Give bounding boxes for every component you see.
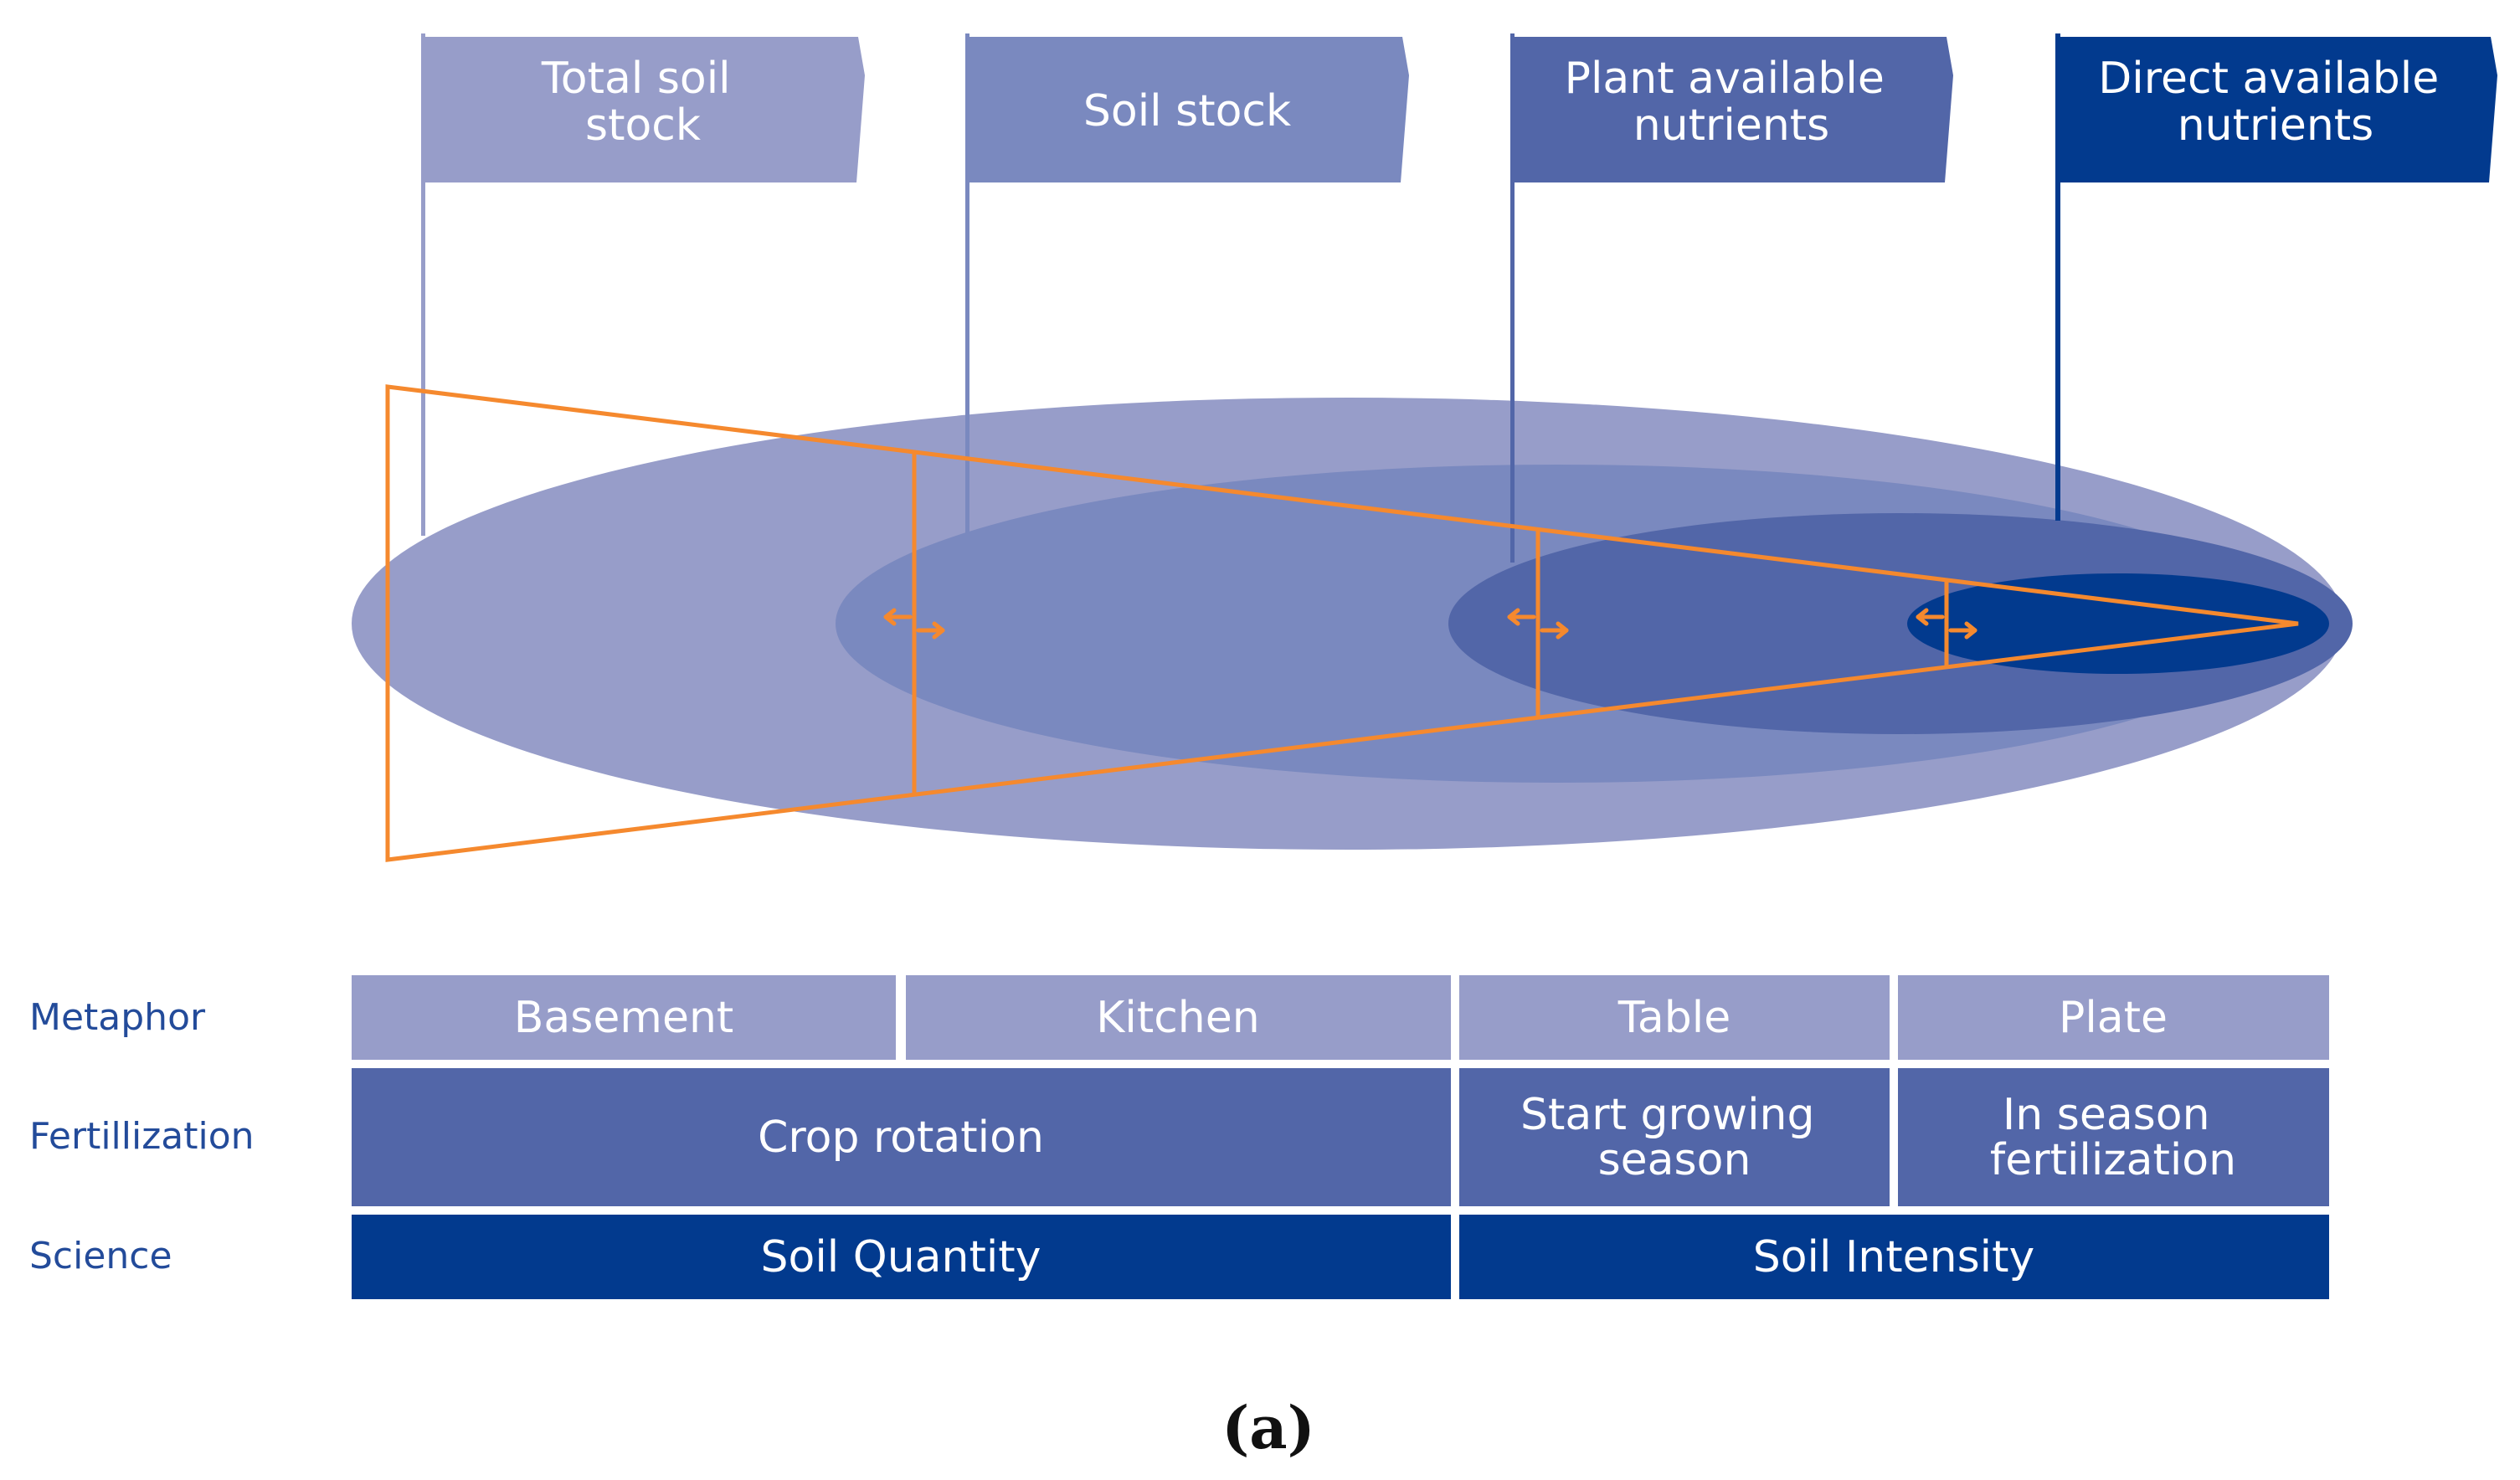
cell-plate <box>1898 975 2329 1060</box>
flag-label-soil-stock: Soil stock <box>1083 86 1291 136</box>
exchange-arrows <box>883 608 1977 640</box>
flag-label-line: Total soil <box>541 54 731 104</box>
flag-pole-1 <box>421 33 425 536</box>
pool-plant-available <box>1448 513 2353 734</box>
pool-direct-available <box>1907 573 2329 674</box>
row-label-metaphor: Metaphor <box>29 996 206 1039</box>
cell-line: season <box>1598 1135 1751 1185</box>
cell-soil-intensity-text: Soil Intensity <box>1753 1232 2035 1282</box>
cell-soil-quantity <box>352 1215 1451 1299</box>
flag-label-line: Soil stock <box>1083 86 1291 136</box>
row-label-science: Science <box>29 1235 172 1277</box>
flag-banners <box>421 37 2497 182</box>
cell-soil-intensity <box>1459 1215 2329 1299</box>
flag-direct-available <box>2055 37 2497 182</box>
exchange-arrow-icon <box>1507 608 1569 640</box>
flag-pole-4 <box>2055 33 2060 521</box>
flag-pole-2 <box>965 33 969 533</box>
flag-total-soil-stock <box>421 37 865 182</box>
figure-caption: (a) <box>1221 1393 1315 1462</box>
row-labels: Metaphor Fertillization Science <box>29 996 255 1277</box>
flag-label-line: Plant available <box>1565 54 1885 104</box>
cell-basement <box>352 975 896 1060</box>
cell-basement-text: Basement <box>514 993 734 1043</box>
cell-kitchen-text: Kitchen <box>1096 993 1259 1043</box>
flag-label-line: Direct available <box>2098 54 2439 104</box>
cell-plate-text: Plate <box>2059 993 2168 1043</box>
intensity-funnel <box>385 384 2299 862</box>
science-row: Soil Quantity Soil Intensity <box>352 1215 2329 1299</box>
cell-kitchen <box>906 975 1451 1060</box>
funnel-outline <box>385 384 2299 862</box>
cell-soil-quantity-text: Soil Quantity <box>761 1232 1041 1282</box>
cell-start-growing-season <box>1459 1068 1890 1206</box>
fertilization-row: Crop rotation Start growing season In se… <box>352 1068 2329 1206</box>
row-label-fertilization: Fertillization <box>29 1115 255 1158</box>
exchange-arrow-icon <box>883 608 945 640</box>
cell-start-growing-season-text: Start growing season <box>1520 1090 1828 1185</box>
cell-line: In season <box>2003 1090 2210 1140</box>
flag-label-line: stock <box>585 100 701 151</box>
cell-crop-rotation-text: Crop rotation <box>758 1113 1044 1163</box>
cell-line: Start growing <box>1520 1090 1815 1140</box>
exchange-arrow-icon <box>1916 608 1977 640</box>
cell-table <box>1459 975 1890 1060</box>
flag-label-line: nutrients <box>2178 100 2374 151</box>
cell-in-season-fertilization-text: In season fertilization <box>1990 1090 2236 1185</box>
flag-pole-3 <box>1510 33 1515 563</box>
cell-table-text: Table <box>1617 993 1731 1043</box>
metaphor-row: Basement Kitchen Table Plate <box>352 975 2329 1060</box>
flag-labels: Total soil stock Soil stock Plant availa… <box>541 54 2452 151</box>
flag-poles <box>421 33 2060 563</box>
cell-crop-rotation <box>352 1068 1451 1206</box>
flag-label-direct-available: Direct available nutrients <box>2098 54 2452 151</box>
flag-soil-stock <box>965 37 1409 182</box>
nutrient-pools <box>352 398 2353 850</box>
flag-plant-available <box>1510 37 1953 182</box>
flag-label-plant-available: Plant available nutrients <box>1565 54 1899 151</box>
flag-label-total-soil-stock: Total soil stock <box>541 54 744 151</box>
cell-line: fertilization <box>1990 1135 2236 1185</box>
flag-label-line: nutrients <box>1633 100 1830 151</box>
cell-in-season-fertilization <box>1898 1068 2329 1206</box>
